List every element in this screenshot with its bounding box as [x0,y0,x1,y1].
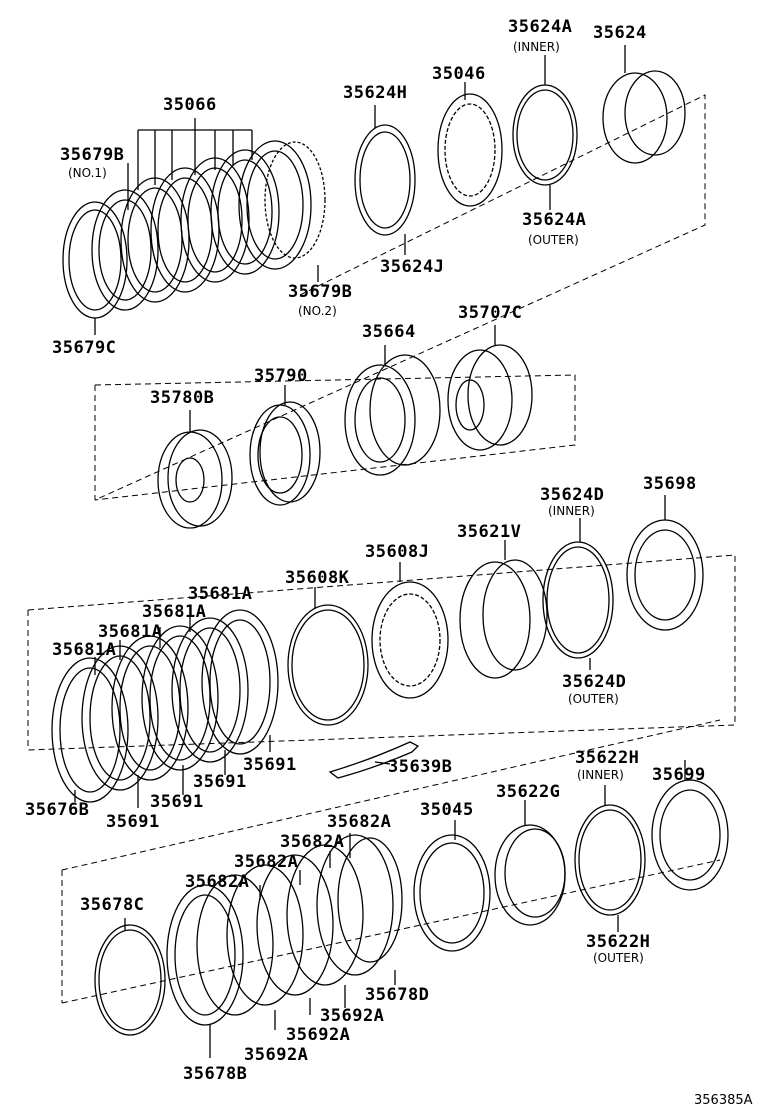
drum-35664 [344,345,441,476]
part-label: 35622G [496,782,561,802]
part-sublabel: (INNER) [577,768,624,782]
one-way-clutch-35046 [437,82,503,207]
part-label: 35678D [365,985,430,1005]
snap-ring-35678C [94,918,166,1036]
diagram-id: 356385A [694,1093,753,1108]
part-label: 35691 [150,792,204,812]
part-label: 35624A [522,210,587,230]
part-label: 35682A [280,832,345,852]
part-label: 35698 [643,474,697,494]
drum-35707C [447,325,533,451]
ring-35622H [574,785,646,932]
part-label: 35676B [25,800,90,820]
part-label: 35679C [52,338,117,358]
part-label: 35679B [288,282,353,302]
part-label: 35681A [142,602,207,622]
part-label: 35682A [185,872,250,892]
clutch-pack-35681A [51,605,279,808]
part-label: 35624J [380,257,445,277]
part-label: 35682A [327,812,392,832]
part-label: 35045 [420,800,474,820]
part-label: 35678C [80,895,145,915]
part-label: 35664 [362,322,416,342]
part-label: 35624 [593,23,647,43]
ring-35624A [512,55,578,210]
part-label: 35691 [106,812,160,832]
part-label: 35681A [98,622,163,642]
part-label: 35624D [562,672,627,692]
plate-35045 [413,820,491,952]
part-label: 35790 [254,366,308,386]
retainer-35624 [602,45,686,164]
part-label: 35699 [652,765,706,785]
part-35639B [328,741,420,779]
part-label: 35622H [586,932,651,952]
part-label: 35692A [244,1045,309,1065]
hub-35790 [249,385,321,506]
part-label: 35066 [163,95,217,115]
part-label: 35678B [183,1064,248,1084]
part-label: 35692A [320,1006,385,1026]
part-label: 35624H [343,83,408,103]
part-label: 35691 [243,755,297,775]
seal-35699 [651,760,729,891]
part-label: 35780B [150,388,215,408]
part-label: 35622H [575,748,640,768]
part-sublabel: (INNER) [548,504,595,518]
part-label: 35608K [285,568,350,588]
part-label: 35046 [432,64,486,84]
part-sublabel: (OUTER) [568,692,619,706]
hub-35621V [459,540,548,679]
part-label: 35639B [388,757,453,777]
part-label: 35681A [52,640,117,660]
ring-35624D [542,518,614,670]
snap-ring-35608K [287,587,369,726]
part-sublabel: (OUTER) [528,233,579,247]
plate-35608J [371,562,449,699]
piston-35622G [494,800,566,926]
part-sublabel: (NO.2) [298,304,337,318]
part-label: 35681A [188,584,253,604]
part-label: 35692A [286,1025,351,1045]
part-sublabel: (OUTER) [593,951,644,965]
part-label: 35707C [458,303,523,323]
group-boundary-lines [27,94,736,1004]
part-label: 35621V [457,522,522,542]
clutch-pack-35066 [62,118,326,335]
part-sublabel: (NO.1) [68,166,107,180]
part-label: 35679B [60,145,125,165]
part-label: 35624A [508,17,573,37]
clutch-pack-35682A [166,833,403,1058]
seal-35698 [626,495,704,631]
part-label: 35608J [365,542,430,562]
snap-ring-35624H [354,105,416,255]
part-label: 35691 [193,772,247,792]
part-label: 35682A [234,852,299,872]
part-label: 35624D [540,485,605,505]
part-sublabel: (INNER) [513,40,560,54]
bearing-35780B [157,410,233,529]
